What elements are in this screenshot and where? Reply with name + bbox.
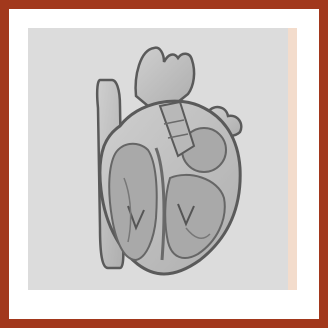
aorta-branches-shape [136,48,194,106]
heart-cross-section-icon [28,28,297,290]
